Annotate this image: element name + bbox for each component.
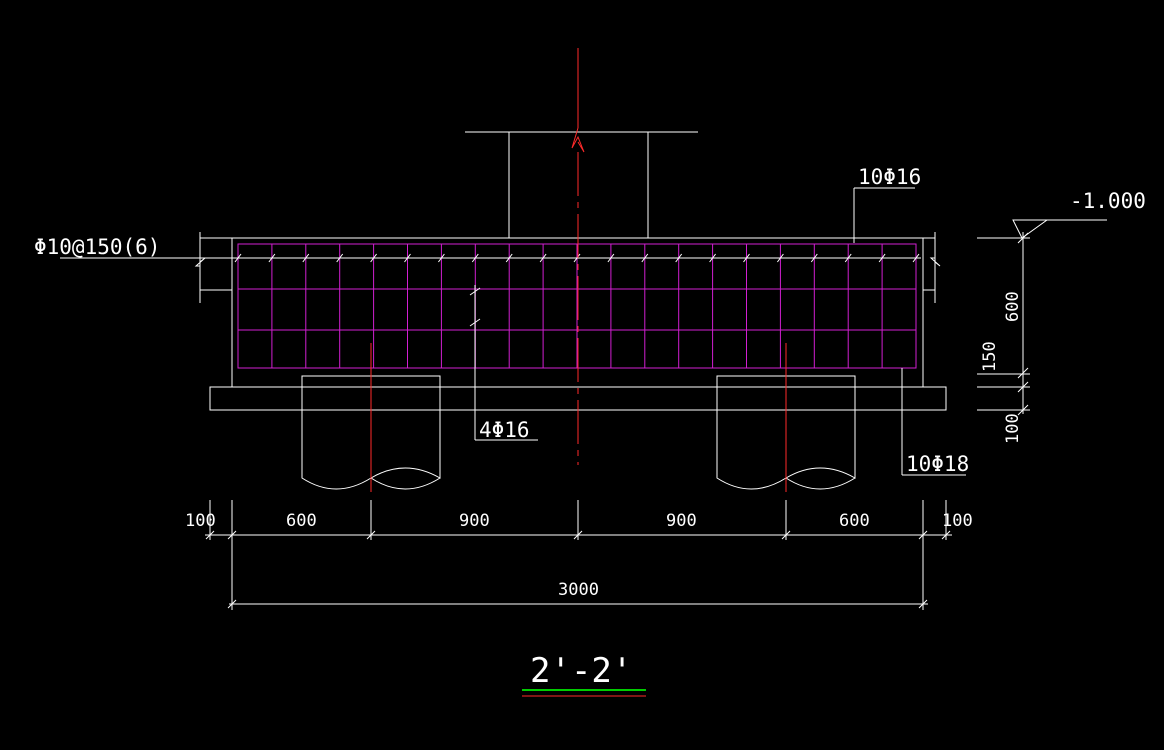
vdim-600: 600 [1003, 291, 1023, 322]
label-bottom-bars: 10Φ18 [906, 452, 969, 476]
top-bar-leader [853, 187, 915, 243]
top-bar-tick [404, 253, 411, 263]
section-title: 2'-2' [530, 651, 632, 691]
top-bar-tick [505, 253, 513, 263]
elevation-label: -1.000 [1070, 189, 1146, 213]
top-bar-tick [709, 253, 716, 263]
top-bar-tick [844, 253, 852, 263]
top-bar-tick [268, 253, 276, 263]
vertical-dimensions: 600 150 100 [977, 232, 1030, 444]
top-bar-tick [675, 253, 683, 263]
vdim-150: 150 [980, 341, 1000, 372]
centerlines [370, 48, 787, 492]
top-bar-tick [810, 253, 818, 263]
top-bar-tick [302, 253, 310, 263]
rebar-cage [237, 243, 917, 369]
hdim-seg-5: 600 [839, 511, 870, 531]
hdim-seg-6: 100 [942, 511, 973, 531]
column [465, 131, 698, 238]
elevation-marker: -1.000 [977, 189, 1146, 239]
label-side-bars: 4Φ16 [479, 418, 530, 442]
top-bar-tick [370, 253, 378, 263]
section-title-group: 2'-2' [522, 651, 646, 697]
top-longitudinal-bar [60, 253, 921, 263]
top-bar-tick [777, 253, 784, 263]
label-stirrups: Φ10@150(6) [34, 235, 160, 259]
label-top-bars: 10Φ16 [858, 165, 921, 189]
top-bar-tick [539, 253, 547, 263]
top-bar-tick [234, 253, 242, 263]
top-bar-tick [743, 253, 750, 263]
hdim-seg-4: 900 [666, 511, 697, 531]
hdim-seg-1: 100 [185, 511, 216, 531]
top-bar-tick [336, 253, 344, 263]
hdim-seg-3: 900 [459, 511, 490, 531]
top-bar-tick [471, 253, 479, 263]
top-bar-tick [912, 253, 920, 263]
bottom-bar-leader [901, 368, 966, 476]
horizontal-dimensions: 100 600 900 900 600 100 3000 [185, 500, 973, 610]
top-bar-tick [607, 253, 615, 263]
hdim-seg-2: 600 [286, 511, 317, 531]
top-bar-tick [878, 253, 886, 263]
hdim-total: 3000 [558, 580, 599, 600]
vdim-100: 100 [1003, 413, 1023, 444]
side-bar-leader [469, 285, 538, 441]
top-bar-tick [573, 253, 581, 263]
top-bar-tick [437, 253, 445, 263]
top-bar-tick [641, 253, 649, 263]
